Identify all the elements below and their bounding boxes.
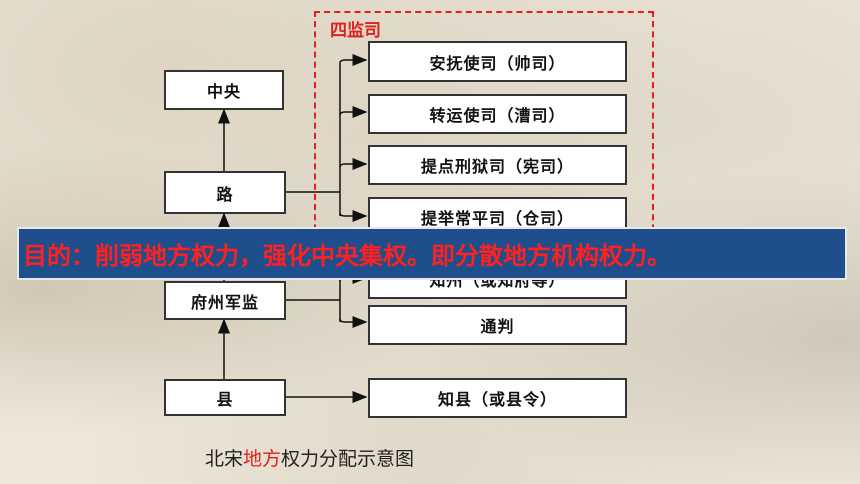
arrow-to-zhuanyun: [339, 106, 368, 118]
node-fuzhou: 府州军监: [164, 281, 286, 320]
node-central: 中央: [164, 70, 284, 110]
node-county: 县: [164, 379, 286, 416]
node-tongpan: 通判: [368, 305, 627, 345]
purpose-banner-text: 目的：削弱地方权力，强化中央集权。即分散地方机构权力。: [23, 242, 671, 270]
four-supervisors-label: 四监司: [330, 21, 381, 41]
diagram-caption: 北宋地方权力分配示意图: [205, 444, 414, 471]
node-lu: 路: [164, 171, 286, 214]
node-tidian: 提点刑狱司（宪司）: [368, 145, 627, 185]
node-zhuanyun: 转运使司（漕司）: [368, 94, 627, 134]
caption-part1: 北宋: [205, 448, 244, 470]
arrow-to-tiju: [339, 210, 368, 222]
arrow-to-tongpan: [339, 316, 368, 328]
arrow-to-tidian: [339, 158, 368, 170]
arrow-to-anfu: [339, 54, 368, 66]
purpose-banner: 目的：削弱地方权力，强化中央集权。即分散地方机构权力。: [17, 227, 847, 280]
node-zhixian: 知县（或县令）: [368, 378, 627, 418]
caption-part3: 权力分配示意图: [281, 448, 415, 470]
node-anfu: 安抚使司（帅司）: [368, 41, 627, 82]
caption-highlight: 地方: [243, 448, 282, 470]
